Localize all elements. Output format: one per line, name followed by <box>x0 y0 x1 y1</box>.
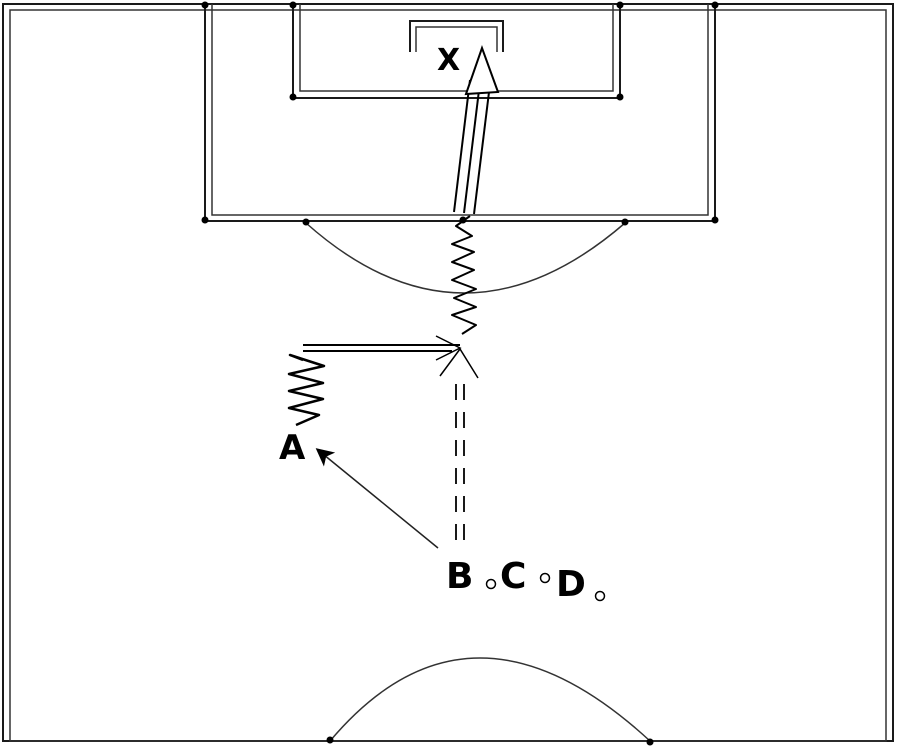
goal <box>409 20 504 52</box>
players-bcd-group: B C D <box>446 556 606 605</box>
player-c-marker <box>539 572 551 584</box>
player-b-label: B <box>446 556 473 597</box>
dashed-run-b <box>439 347 479 540</box>
pitch-boundary <box>2 3 894 742</box>
player-x-label: X <box>437 43 460 78</box>
player-a-label: A <box>279 428 306 468</box>
pass-arrow-horizontal <box>303 335 462 361</box>
center-circle-arc <box>329 657 651 742</box>
player-d-marker <box>594 590 606 602</box>
player-d-label: D <box>556 564 586 605</box>
shot-arrow <box>453 45 500 215</box>
penalty-area <box>204 4 716 222</box>
player-c-label: C <box>500 556 526 597</box>
dribble-path-a <box>287 353 326 427</box>
goal-area <box>292 4 621 99</box>
player-b-marker <box>485 578 497 590</box>
junction-dots <box>201 1 719 746</box>
penalty-arc <box>305 222 626 294</box>
dribble-path-center <box>451 215 477 335</box>
run-arrow-to-a <box>315 448 439 549</box>
